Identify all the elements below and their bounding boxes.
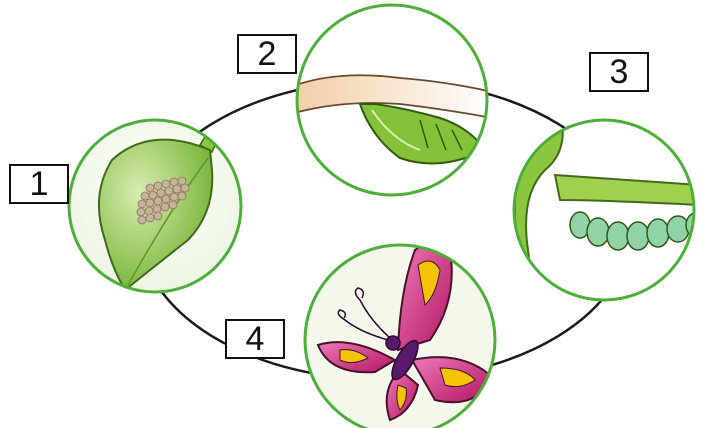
stage-label-1: 1 (9, 164, 69, 204)
stage-caterpillar (514, 110, 710, 300)
stage-eggs (69, 108, 250, 292)
stage-label-4: 4 (225, 319, 285, 359)
stage-chrysalis (296, 5, 492, 195)
stage-label-2: 2 (237, 34, 297, 74)
stage-label-3: 3 (589, 52, 649, 92)
stage-butterfly (305, 243, 495, 428)
